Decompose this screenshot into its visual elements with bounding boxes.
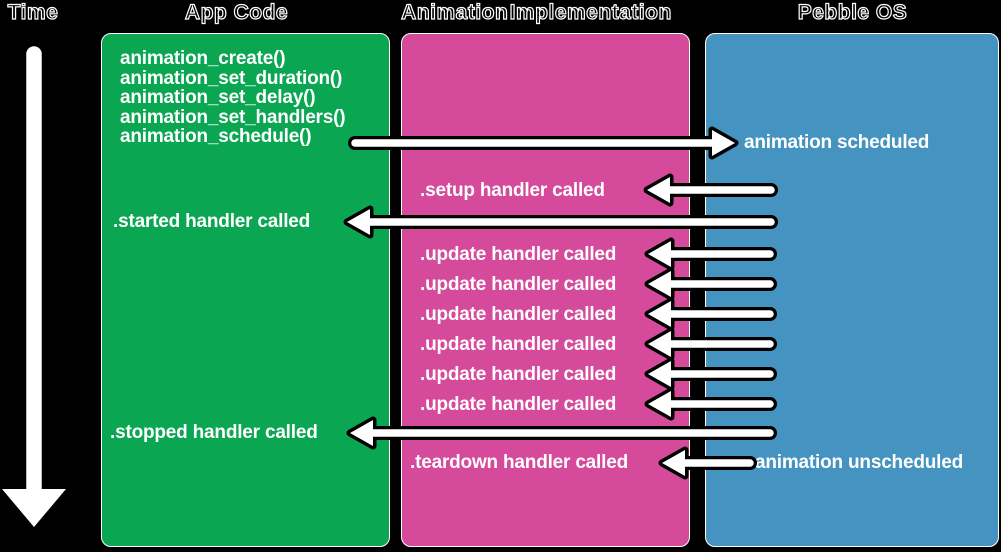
update-handler-label: .update handler called xyxy=(420,244,617,265)
update-handler-label: .update handler called xyxy=(420,334,617,355)
teardown-handler-label: .teardown handler called xyxy=(410,452,628,473)
column-header-pebble-os: Pebble OS xyxy=(797,0,908,24)
function-call: animation_set_handlers() xyxy=(120,106,346,128)
animation-unscheduled-label: animation unscheduled xyxy=(755,452,963,473)
update-handler-label: .update handler called xyxy=(420,394,617,415)
animation-scheduled-label: animation scheduled xyxy=(744,132,930,153)
setup-handler-label: .setup handler called xyxy=(420,180,605,201)
time-arrow xyxy=(0,43,70,531)
update-handler-label: .update handler called xyxy=(420,364,617,385)
column-header-app-code: App Code xyxy=(184,0,289,24)
function-call: animation_schedule() xyxy=(120,126,312,148)
animation-implementation-box xyxy=(401,33,690,547)
started-handler-label: .started handler called xyxy=(113,211,311,232)
function-call: animation_create() xyxy=(120,48,286,69)
app-code-function-calls: animation_create() animation_set_duratio… xyxy=(120,48,346,148)
stopped-handler-label: .stopped handler called xyxy=(110,422,318,443)
column-header-time: Time xyxy=(7,0,59,24)
function-call: animation_set_duration() xyxy=(120,67,343,89)
update-handler-label: .update handler called xyxy=(420,274,617,295)
update-handler-label: .update handler called xyxy=(420,304,617,325)
function-call: animation_set_delay() xyxy=(120,87,316,109)
app-code-box xyxy=(101,33,390,547)
column-header-animation-implementation: Animation Implementation xyxy=(401,0,672,24)
